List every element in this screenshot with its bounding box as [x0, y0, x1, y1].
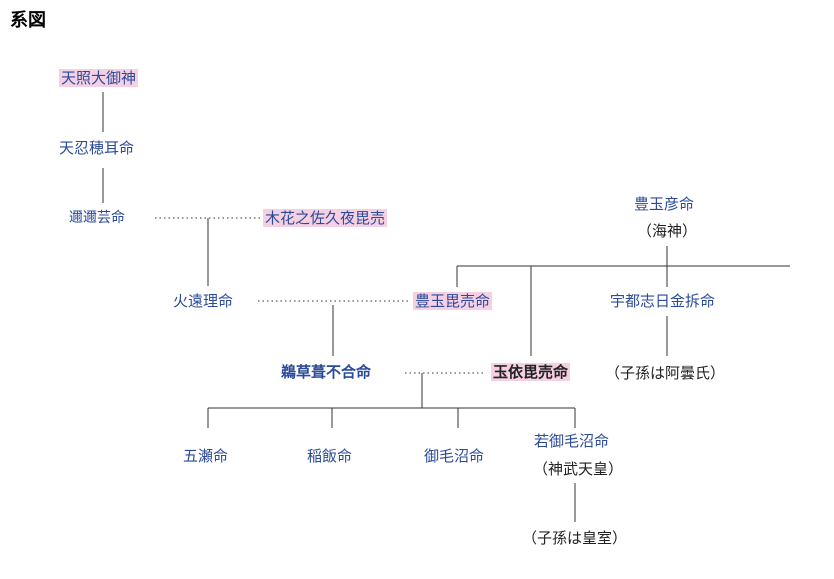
node-ugayafukiaezu-label[interactable]: 鵜草葺不合命 [281, 363, 372, 381]
node-toyotamabime-label[interactable]: 豊玉毘売命 [413, 292, 493, 310]
node-utsushihikanasaku-label[interactable]: 宇都志日金拆命 [610, 292, 716, 310]
node-ninigi[interactable]: 邇邇芸命 [69, 208, 125, 228]
node-hoori-label[interactable]: 火遠理命 [173, 292, 234, 310]
node-oshihomimi-label[interactable]: 天忍穂耳命 [59, 139, 135, 157]
node-wakamikenu-desc: （子孫は皇室） [522, 529, 628, 547]
node-tamayoribime-label[interactable]: 玉依毘売命 [491, 363, 571, 381]
page-title: 系図 [10, 10, 46, 31]
node-itsuse-label[interactable]: 五瀬命 [183, 447, 229, 465]
node-wakamikenu-note[interactable]: （神武天皇） [533, 459, 623, 479]
node-toyotamabime[interactable]: 豊玉毘売命 [413, 291, 493, 311]
node-itsuse[interactable]: 五瀬命 [183, 446, 228, 466]
node-tamayoribime[interactable]: 玉依毘売命 [491, 362, 571, 382]
node-toyotamahiko-note: （海神） [637, 222, 698, 240]
node-utsushihikanasaku[interactable]: 宇都志日金拆命 [610, 291, 715, 311]
node-utsushi-note: （子孫は阿曇氏） [605, 364, 726, 382]
node-inahi-label[interactable]: 稲飯命 [307, 447, 353, 465]
node-inahi[interactable]: 稲飯命 [307, 446, 352, 466]
node-konohanasakuya-label[interactable]: 木花之佐久夜毘売 [263, 209, 388, 227]
node-wakamikenu-label[interactable]: 若御毛沼命 [534, 432, 610, 450]
node-mikenu[interactable]: 御毛沼命 [424, 446, 484, 466]
node-mikenu-label[interactable]: 御毛沼命 [424, 447, 485, 465]
node-wakamikenu-note-label[interactable]: （神武天皇） [533, 460, 624, 478]
node-wakamikenu[interactable]: 若御毛沼命 [534, 431, 609, 451]
node-amaterasu[interactable]: 天照大御神 [59, 68, 139, 88]
node-konohanasakuya[interactable]: 木花之佐久夜毘売 [263, 208, 388, 228]
node-ugayafukiaezu[interactable]: 鵜草葺不合命 [281, 362, 371, 382]
node-ninigi-label[interactable]: 邇邇芸命 [69, 210, 125, 226]
node-hoori[interactable]: 火遠理命 [173, 291, 233, 311]
node-amaterasu-label[interactable]: 天照大御神 [59, 69, 139, 87]
node-oshihomimi[interactable]: 天忍穂耳命 [59, 138, 134, 158]
node-toyotamahiko[interactable]: 豊玉彦命 [634, 194, 694, 214]
node-toyotamahiko-label[interactable]: 豊玉彦命 [634, 195, 695, 213]
